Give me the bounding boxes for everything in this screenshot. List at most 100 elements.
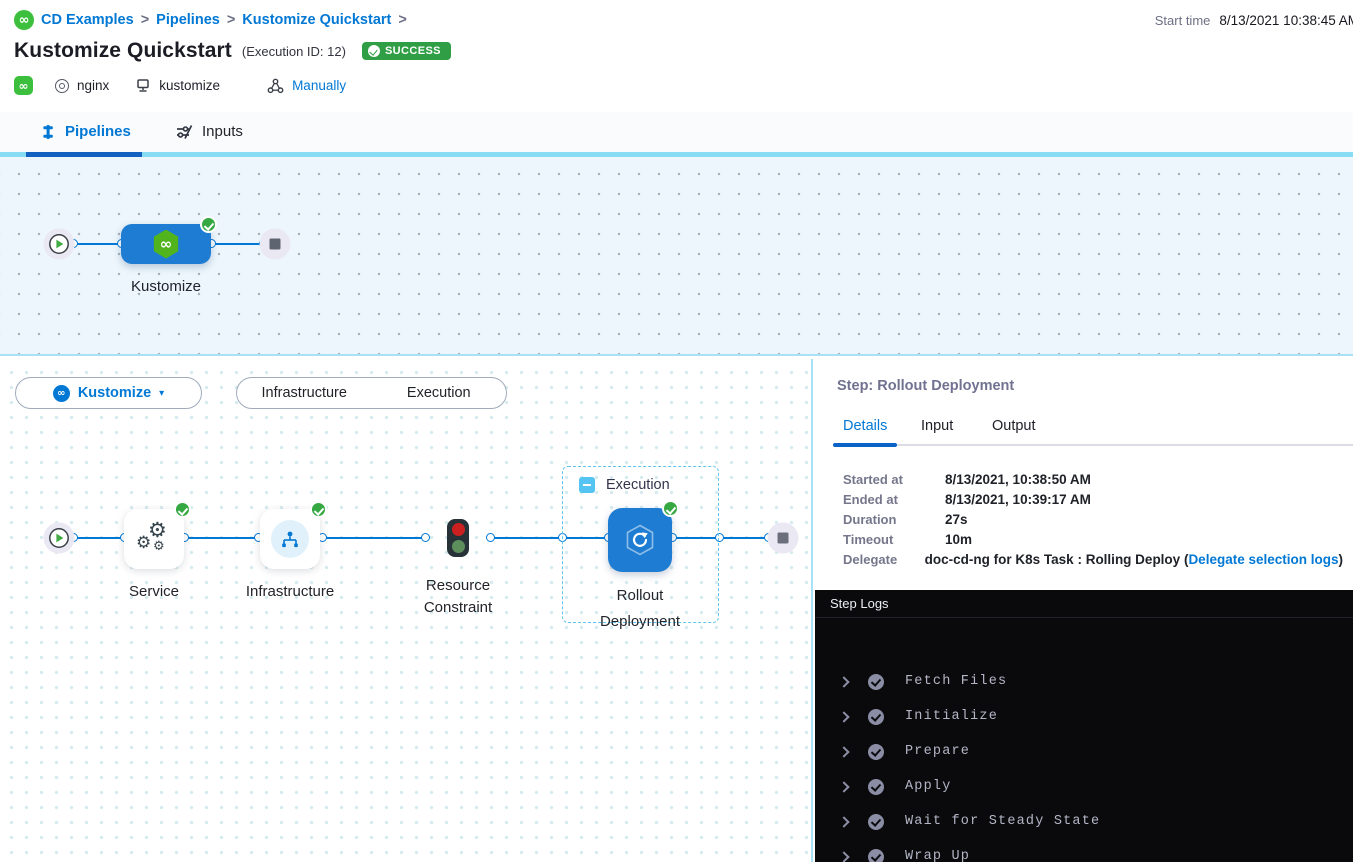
edge-connector [421,533,430,542]
log-section-row[interactable]: Apply [815,769,1353,804]
step-node-service[interactable]: ⚙ ⚙ ⚙ [124,501,191,569]
rollout-icon [626,524,654,556]
title-row: Kustomize Quickstart (Execution ID: 12) … [14,39,451,63]
tab-details[interactable]: Details [843,418,888,434]
detail-row-timeout: Timeout 10m [843,531,973,547]
edge-line [322,537,425,539]
pipeline-start-icon [43,522,75,554]
step-panel-tabs: Details Input Output [815,418,1353,444]
details-table: Started at 8/13/2021, 10:38:50 AM Ended … [843,469,1343,569]
success-check-icon [200,216,217,233]
tab-strip [0,152,1353,157]
page-title: Kustomize Quickstart [14,39,232,62]
breadcrumb-pipelines[interactable]: Pipelines [156,12,220,28]
success-check-icon [662,500,679,517]
success-check-icon [868,708,884,725]
main-tab-bar: Pipelines Inputs [0,112,1353,157]
log-section-row[interactable]: Wait for Steady State [815,804,1353,839]
trigger-icon [267,78,284,93]
execution-id: (Execution ID: 12) [241,43,346,59]
log-section-row[interactable]: Fetch Files [815,664,1353,699]
environment-icon [137,78,150,92]
tabs-divider [833,444,1353,446]
edge-line [73,243,121,245]
edge-line [184,537,258,539]
tab-output[interactable]: Output [992,418,1036,434]
step-node-rollout-deployment[interactable] [608,500,679,572]
expand-chevron-icon[interactable] [838,675,850,688]
chevron-down-icon: ▾ [159,387,165,399]
toggle-infrastructure[interactable]: Infrastructure [261,385,347,401]
log-section-row[interactable]: Initialize [815,699,1353,734]
environment-name: kustomize [159,78,221,93]
breadcrumb-separator: > [140,12,150,28]
cd-stage-icon: ∞ [52,384,70,402]
node-label-resource-constraint: Resource Constraint [423,577,493,616]
success-check-icon [868,778,884,795]
detail-row-duration: Duration 27s [843,511,968,527]
step-logs-list: Fetch Files Initialize Prepare Apply [815,618,1353,862]
step-node-infrastructure[interactable] [260,501,327,569]
delegate-selection-logs-link[interactable]: Delegate selection logs [1188,551,1339,567]
stage-graph-canvas: ∞ Kustomize [0,157,1353,356]
view-toggle: Infrastructure Execution [236,377,507,409]
expand-chevron-icon[interactable] [838,815,850,828]
pipelines-icon [43,124,53,139]
tab-inputs[interactable]: Inputs [175,123,243,140]
execution-graph-canvas: ∞ Kustomize ▾ Infrastructure Execution [0,359,813,862]
collapse-icon[interactable] [579,477,595,493]
log-section-row[interactable]: Wrap Up [815,839,1353,862]
node-label-rollout-deployment: Rollout Deployment [599,587,681,630]
node-label-service: Service [128,583,180,600]
log-section-row[interactable]: Prepare [815,734,1353,769]
edge-connector [715,533,724,542]
breadcrumb-kustomize-quickstart[interactable]: Kustomize Quickstart [242,12,392,28]
expand-chevron-icon[interactable] [838,780,850,793]
execution-group-box: Execution [562,466,719,623]
service-gears-icon: ⚙ ⚙ ⚙ [136,518,167,554]
environment-meta: kustomize [135,78,220,94]
success-check-icon [868,848,884,862]
expand-chevron-icon[interactable] [838,710,850,723]
cd-module-icon: ∞ [14,10,34,30]
success-check-icon [174,501,191,518]
pipeline-end-icon [259,228,291,260]
breadcrumb-separator: > [398,12,407,28]
success-check-icon [310,501,327,518]
stage-label: Kustomize [130,278,202,295]
pipeline-start-icon [43,228,75,260]
traffic-green-light [451,540,465,553]
expand-chevron-icon[interactable] [838,745,850,758]
stage-selector-dropdown[interactable]: ∞ Kustomize ▾ [15,377,202,409]
tab-pipelines[interactable]: Pipelines [40,123,131,140]
expand-chevron-icon[interactable] [838,850,850,862]
breadcrumb-cd-examples[interactable]: CD Examples [41,12,134,28]
detail-row-started-at: Started at 8/13/2021, 10:38:50 AM [843,471,1091,487]
detail-row-ended-at: Ended at 8/13/2021, 10:39:17 AM [843,491,1091,507]
success-check-icon [868,673,884,690]
toggle-execution[interactable]: Execution [406,385,471,401]
start-time-label: Start time [1154,13,1211,28]
tab-active-underline [26,152,142,157]
service-name: nginx [77,78,110,93]
infrastructure-icon [271,520,309,558]
breadcrumb: ∞ CD Examples > Pipelines > Kustomize Qu… [14,10,407,30]
node-label-infrastructure: Infrastructure [245,583,335,600]
stage-node-kustomize[interactable]: ∞ [121,216,217,264]
step-panel-title: Step: Rollout Deployment [837,378,1015,394]
trigger-type-link[interactable]: Manually [292,78,347,93]
cd-stage-icon: ∞ [153,229,179,259]
cd-module-icon: ∞ [14,76,33,95]
service-meta: nginx [55,78,109,93]
step-node-resource-constraint[interactable] [447,519,469,557]
edge-line [211,243,264,245]
status-badge: SUCCESS [361,42,451,60]
success-check-icon [868,813,884,830]
tab-input[interactable]: Input [921,418,954,434]
edge-line [73,537,124,539]
pipeline-end-icon [767,522,799,554]
trigger-meta: Manually [267,78,346,94]
success-check-icon [868,743,884,760]
inputs-icon [177,124,193,139]
